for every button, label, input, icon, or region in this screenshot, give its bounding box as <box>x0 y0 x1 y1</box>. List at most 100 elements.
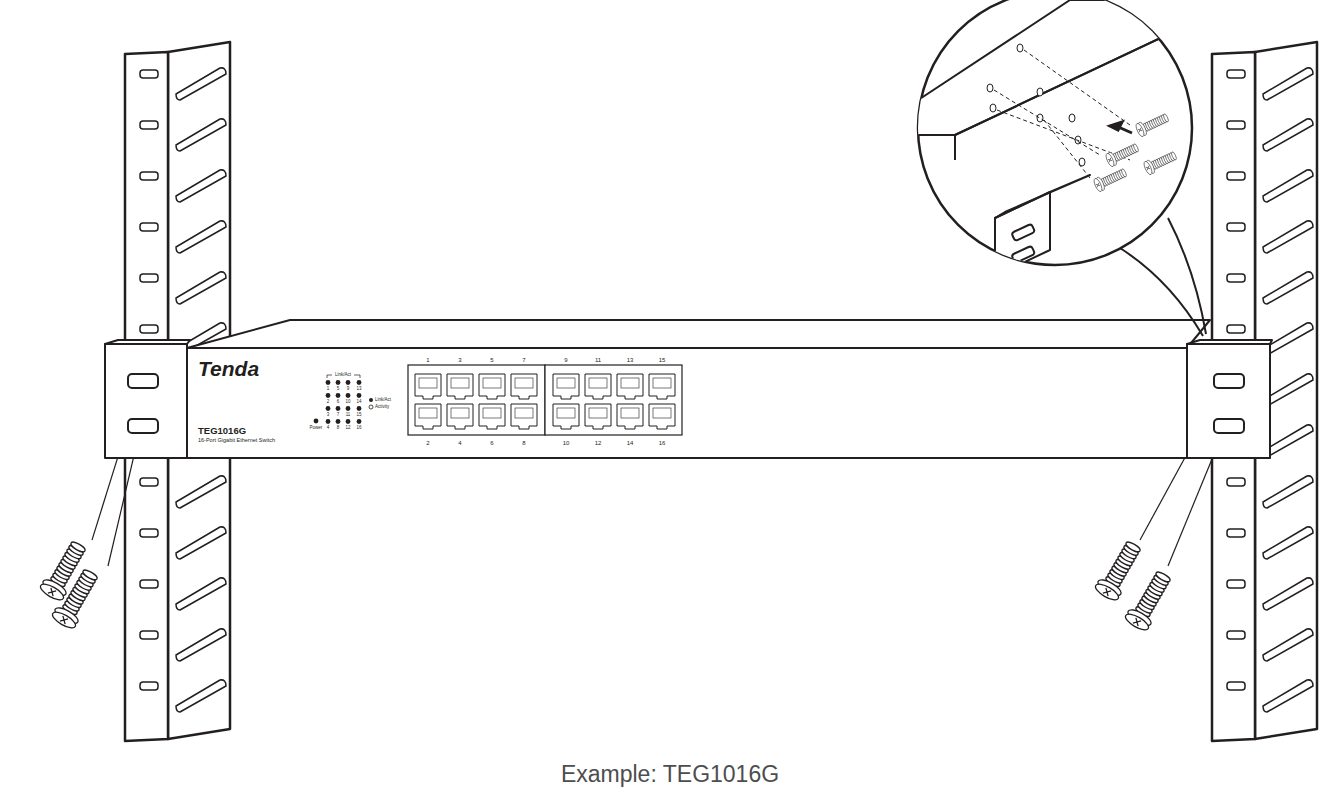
panel-label: 12 <box>595 440 602 446</box>
rj45-port <box>479 404 505 429</box>
rail-hole <box>1227 631 1245 639</box>
port-contacts <box>419 378 437 388</box>
rj45-port <box>479 374 505 399</box>
panel-label: 5 <box>337 387 340 392</box>
screw <box>1123 568 1176 633</box>
rail-slot <box>176 527 226 559</box>
rj45-port <box>617 374 643 399</box>
panel-label: 6 <box>337 400 340 405</box>
panel-label: 13 <box>356 387 361 392</box>
port-contacts <box>483 408 501 418</box>
led <box>336 380 341 385</box>
rj45-port <box>447 374 473 399</box>
rail-slot <box>176 221 226 253</box>
led <box>336 406 341 411</box>
rj45-port <box>553 374 579 399</box>
panel-label: 1 <box>426 357 429 363</box>
model-label: 16-Port Gigabit Ethernet Switch <box>198 438 275 444</box>
led <box>326 406 331 411</box>
panel-label: 3 <box>458 357 461 363</box>
panel-label: 11 <box>346 413 351 418</box>
rail-hole <box>1227 223 1245 231</box>
panel-label: 2 <box>426 440 429 446</box>
rail-hole <box>140 121 158 129</box>
panel-label: 8 <box>337 426 340 431</box>
rail-slot <box>176 578 226 610</box>
panel-label: 7 <box>522 357 525 363</box>
rail-hole <box>140 478 158 486</box>
screw <box>1092 166 1128 193</box>
led <box>346 419 351 424</box>
panel-label: 13 <box>627 357 634 363</box>
panel-label: 14 <box>356 400 361 405</box>
port-contacts <box>483 378 501 388</box>
rj45-port <box>553 404 579 429</box>
panel-label: 7 <box>337 413 340 418</box>
port-contacts <box>621 408 639 418</box>
rail-hole <box>140 223 158 231</box>
panel-label: 4 <box>327 426 330 431</box>
rj45-port <box>617 404 643 429</box>
led <box>346 380 351 385</box>
rail-hole <box>1227 529 1245 537</box>
screw <box>1093 538 1146 603</box>
rail-hole <box>140 70 158 78</box>
led <box>357 406 362 411</box>
rj45-port <box>511 374 537 399</box>
rail-hole <box>1227 580 1245 588</box>
rail-slot <box>1263 476 1313 508</box>
rail-hole <box>140 325 158 333</box>
rail-slot <box>1263 221 1313 253</box>
panel-label: Power <box>310 426 323 431</box>
panel-label: 1 <box>327 387 330 392</box>
led <box>326 393 331 398</box>
rail-slot <box>176 680 226 712</box>
rail-hole <box>1227 325 1245 333</box>
led <box>346 406 351 411</box>
port-contacts <box>557 378 575 388</box>
screw <box>50 566 103 631</box>
led <box>326 380 331 385</box>
rail-slot <box>1263 119 1313 151</box>
rail-slot <box>1263 578 1313 610</box>
port-contacts <box>515 408 533 418</box>
led <box>326 419 331 424</box>
led <box>357 380 362 385</box>
rail-slot <box>176 170 226 202</box>
panel-label: 12 <box>345 426 350 431</box>
panel-label: 9 <box>564 357 567 363</box>
panel-label: 9 <box>347 387 350 392</box>
port-contacts <box>653 408 671 418</box>
panel-label: Link/Act <box>375 398 391 403</box>
panel-label: 16 <box>659 440 666 446</box>
rail-slot <box>176 119 226 151</box>
rail-hole <box>140 274 158 282</box>
rail-hole <box>1227 682 1245 690</box>
panel-label: 10 <box>345 400 350 405</box>
screw <box>1104 141 1140 168</box>
port-contacts <box>589 408 607 418</box>
panel-label: 14 <box>627 440 634 446</box>
panel-label: Activity <box>375 405 389 410</box>
brand-logo: Tenda <box>198 358 259 379</box>
rj45-port <box>585 374 611 399</box>
port-contacts <box>451 408 469 418</box>
figure-caption: Example: TEG1016G <box>561 763 779 786</box>
panel-label: 16 <box>356 426 361 431</box>
panel-label: 15 <box>356 413 361 418</box>
rail-slot <box>176 629 226 661</box>
panel-label: 5 <box>490 357 493 363</box>
port-contacts <box>621 378 639 388</box>
port-contacts <box>451 378 469 388</box>
rail-slot <box>1263 680 1313 712</box>
rail-hole <box>1227 172 1245 180</box>
port-contacts <box>515 378 533 388</box>
rail-hole <box>140 682 158 690</box>
port-contacts <box>589 378 607 388</box>
panel-label: 15 <box>659 357 666 363</box>
rj45-port <box>649 374 675 399</box>
rj45-port <box>415 404 441 429</box>
led <box>357 393 362 398</box>
rj45-port <box>649 404 675 429</box>
